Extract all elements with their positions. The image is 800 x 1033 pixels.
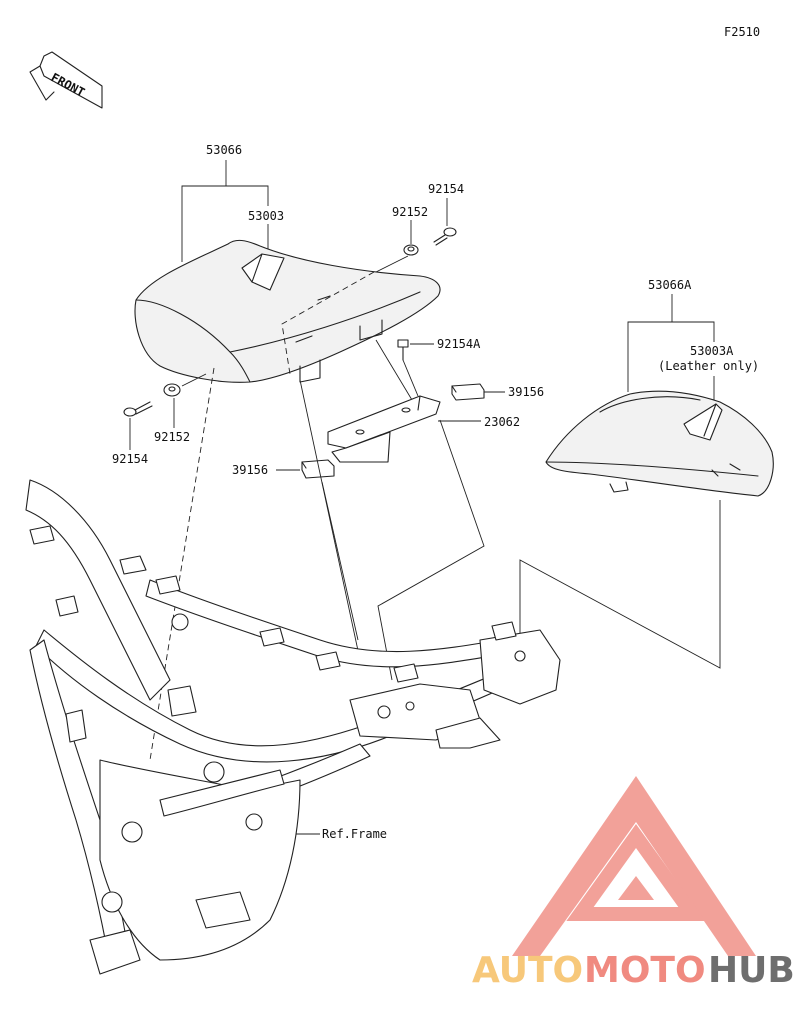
figure-code: F2510 [724, 25, 760, 39]
label-washer-left: 92152 [154, 430, 190, 444]
leader-seat-assy [181, 185, 269, 262]
bolt-left-drawing [123, 401, 153, 417]
label-ref-frame: Ref.Frame [322, 827, 387, 841]
watermark-text-moto: MOTO [584, 950, 706, 991]
bracket-drawing [327, 395, 441, 463]
label-seat-assy: 53066 [206, 143, 242, 157]
washer-left-drawing [163, 383, 181, 397]
bolt-top-drawing [433, 227, 457, 246]
seat-assy-drawing [134, 239, 441, 383]
label-seat-cover-alt-note: (Leather only) [658, 359, 759, 373]
label-seat-cover-alt: 53003A [690, 344, 734, 358]
damper-left-drawing [301, 459, 335, 479]
frame-drawing [25, 479, 561, 975]
label-damper-right: 39156 [508, 385, 544, 399]
label-bracket: 23062 [484, 415, 520, 429]
washer-top-drawing [403, 244, 419, 256]
label-seat-assy-alt: 53066A [648, 278, 692, 292]
front-arrow-icon: FRONT [29, 51, 103, 109]
bolt-mid-drawing [397, 339, 409, 361]
alt-seat-projection [519, 500, 721, 669]
watermark-text-hub: HUB [708, 950, 795, 991]
automotohub-watermark-logo [512, 776, 756, 956]
label-bolt-top: 92154 [428, 182, 464, 196]
label-bolt-mid: 92154A [437, 337, 481, 351]
damper-right-drawing [451, 383, 485, 401]
label-washer-top: 92152 [392, 205, 428, 219]
leader-seat-assy-alt [627, 321, 715, 392]
label-damper-left: 39156 [232, 463, 268, 477]
label-seat-cover: 53003 [248, 209, 284, 223]
label-bolt-left: 92154 [112, 452, 148, 466]
seat-assy-alt-drawing [545, 390, 774, 497]
watermark-text-auto: AUTO [472, 950, 583, 991]
dashed-ref-line [281, 271, 375, 375]
